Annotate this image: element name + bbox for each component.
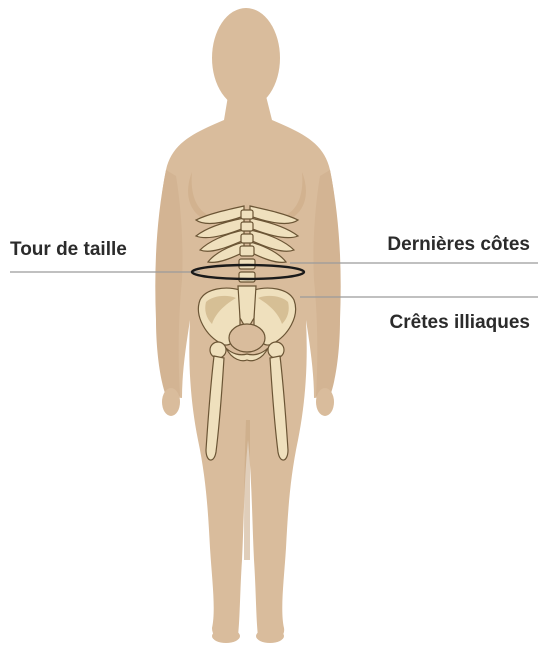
waist-label: Tour de taille <box>10 240 127 259</box>
iliac-crests-label: Crêtes illiaques <box>390 313 530 332</box>
last-ribs-label: Dernières côtes <box>387 235 530 254</box>
